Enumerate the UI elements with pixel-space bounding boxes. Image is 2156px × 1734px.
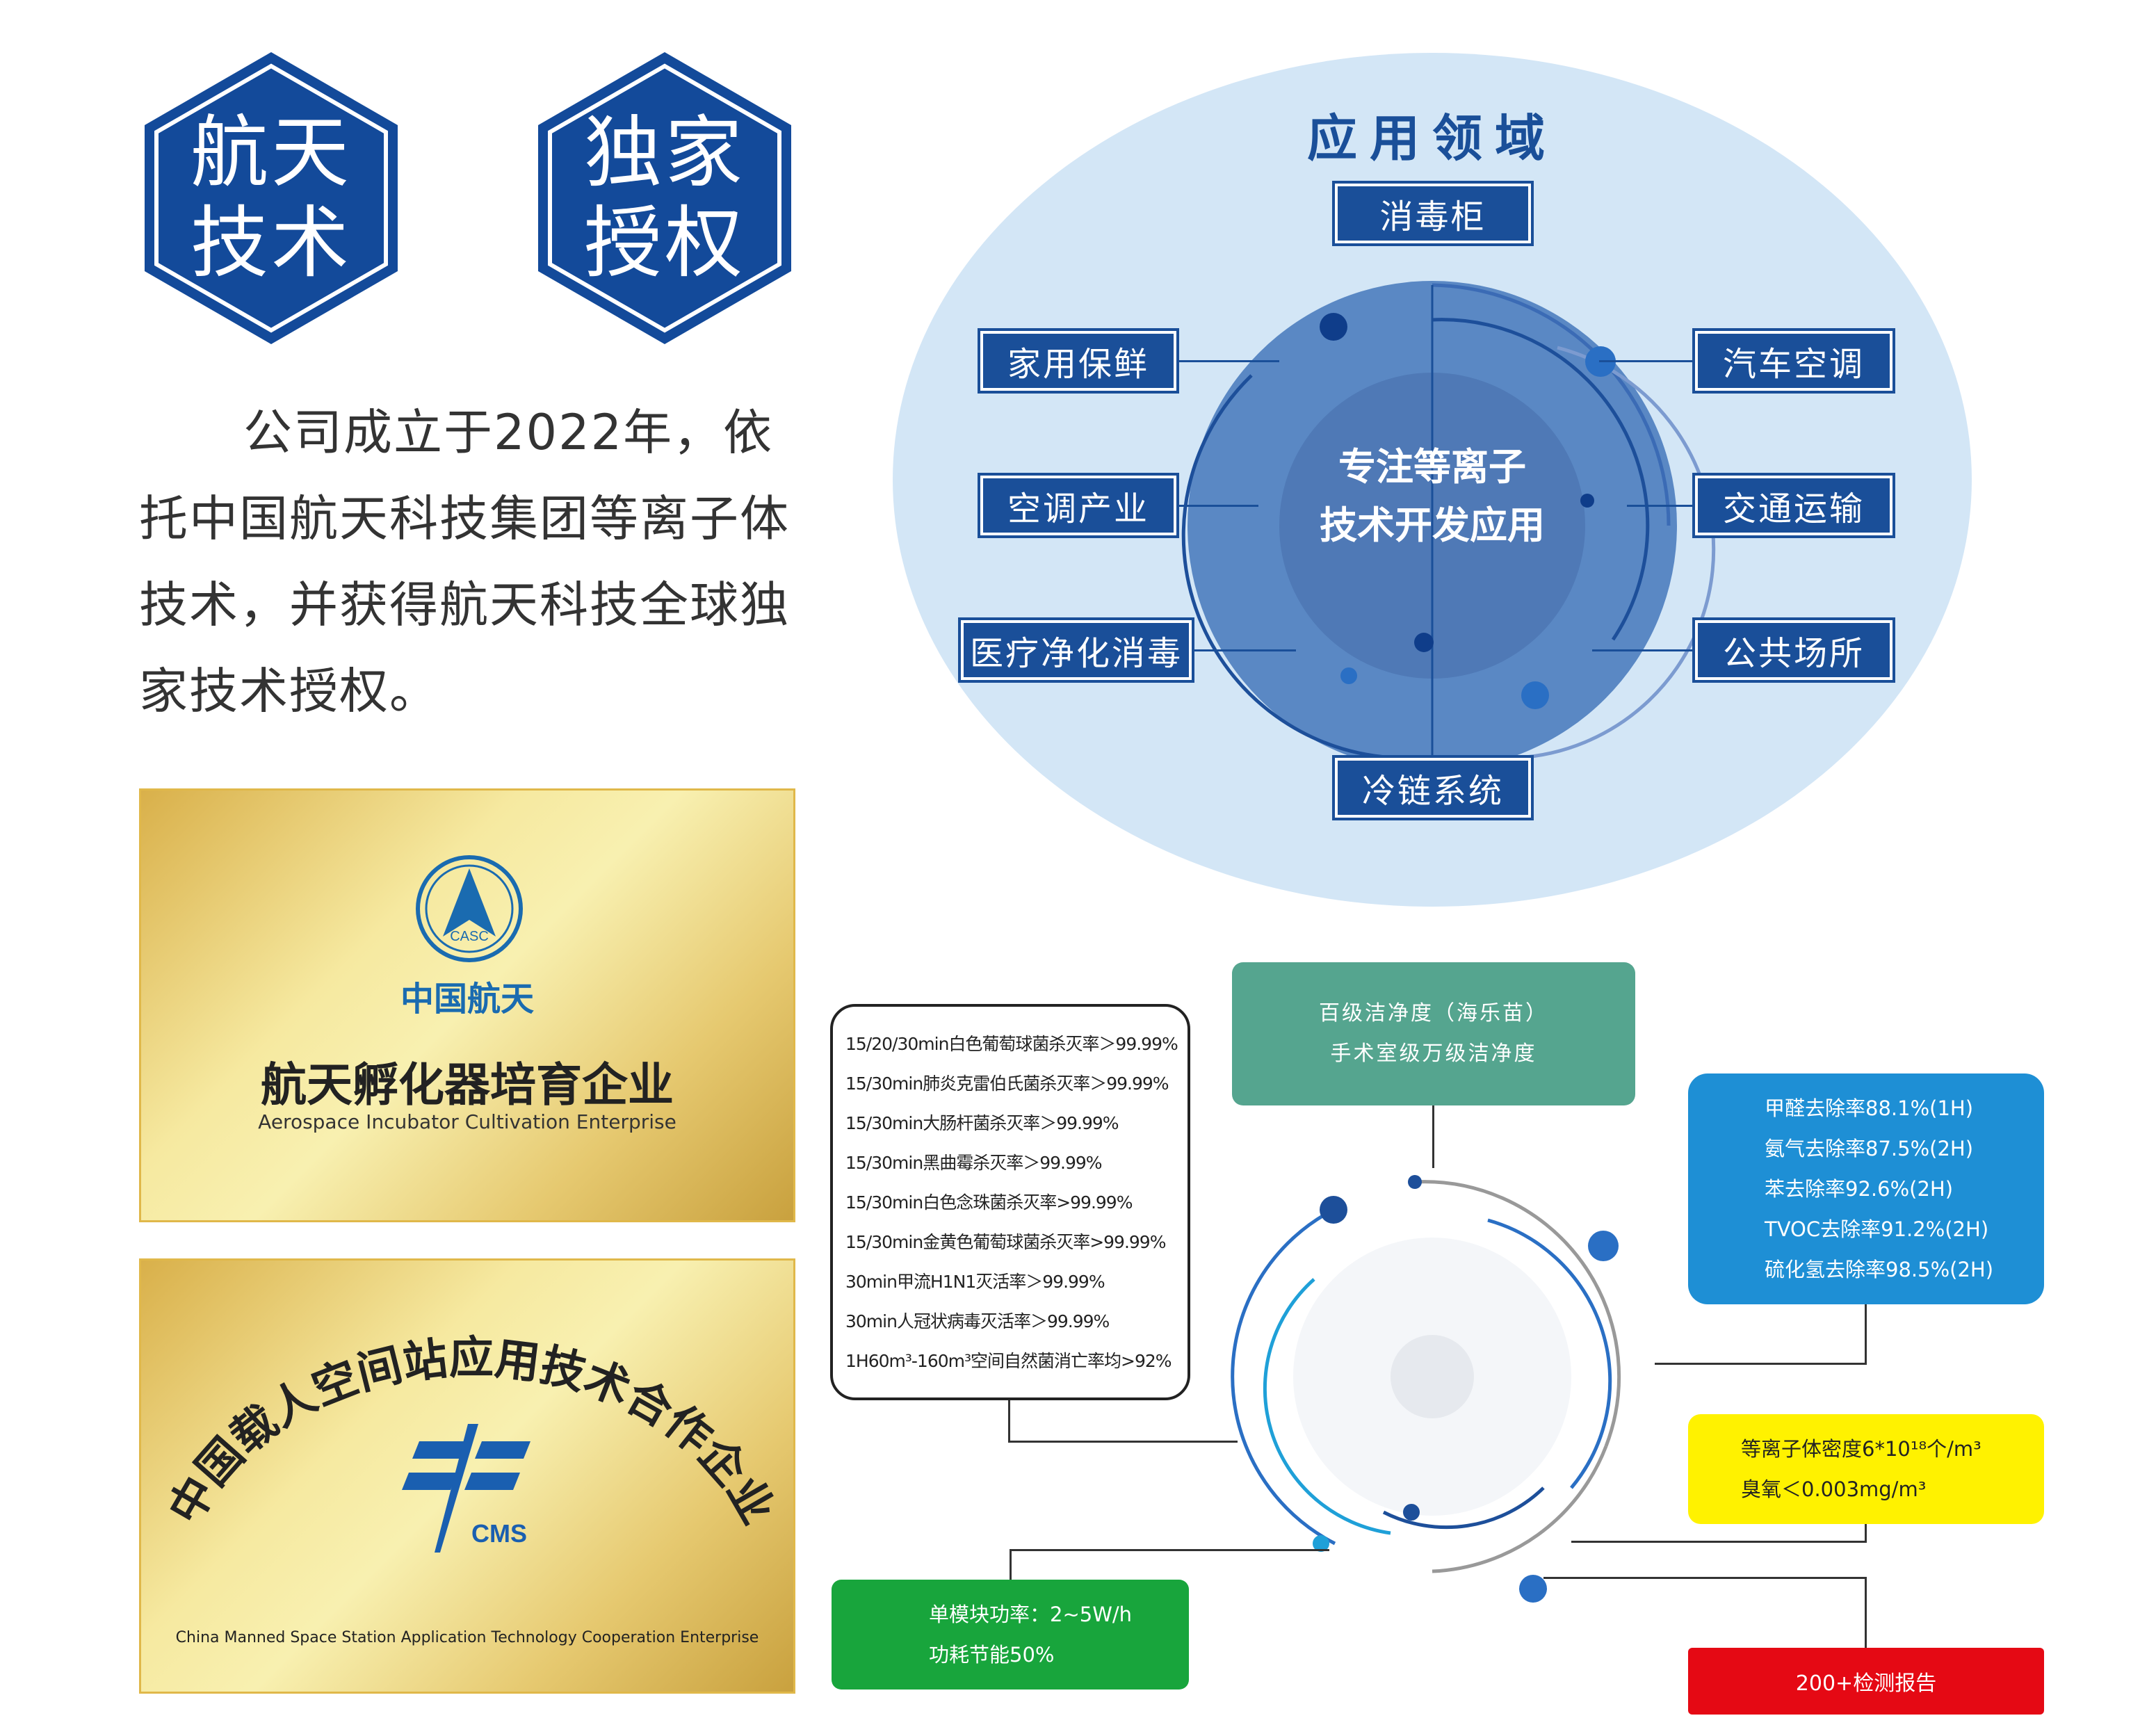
svg-text:CMS: CMS bbox=[471, 1519, 527, 1548]
performance-ring-graphic bbox=[1231, 1175, 1621, 1603]
plaque-subtitle: China Manned Space Station Application T… bbox=[175, 1629, 759, 1646]
application-hub-graphic bbox=[1181, 281, 1716, 770]
plaque-aerospace-incubator: CASC 中国航天 航天孵化器培育企业 Aerospace Incubator … bbox=[139, 788, 795, 1222]
hexagon-icon bbox=[538, 52, 791, 344]
application-title: 应用领域 bbox=[1306, 109, 1557, 168]
pollutant-removal-box: 甲醛去除率88.1%(1H)氨气去除率87.5%(2H)苯去除率92.6%(2H… bbox=[1688, 1073, 2044, 1304]
plaque-space-station: 中国载人空间站应用技术合作企业 CMS China Manned Space S… bbox=[139, 1258, 795, 1694]
domain-medical: 医疗净化消毒 bbox=[958, 617, 1194, 683]
cleanliness-box: 百级洁净度（海乐苗）手术室级万级洁净度 bbox=[1232, 962, 1635, 1105]
casc-logo-icon: CASC bbox=[416, 855, 523, 962]
cms-logo-icon: CMS bbox=[402, 1424, 530, 1553]
domain-ac-industry: 空调产业 bbox=[978, 473, 1179, 538]
application-center-text: 专注等离子技术开发应用 bbox=[1320, 445, 1545, 547]
domain-public-places: 公共场所 bbox=[1692, 617, 1895, 683]
badge-exclusive-license: 独家授权 bbox=[533, 49, 797, 348]
company-intro: 公司成立于2022年，依托中国航天科技集团等离子体技术，并获得航天科技全球独家技… bbox=[139, 404, 790, 720]
test-reports-box: 200+检测报告 bbox=[1688, 1648, 2044, 1715]
badge-text: 航天技术 bbox=[191, 108, 352, 289]
casc-brand: 中国航天 bbox=[400, 980, 534, 1019]
badge-text: 独家授权 bbox=[584, 108, 745, 289]
domain-transport: 交通运输 bbox=[1692, 473, 1895, 538]
plaque-subtitle: Aerospace Incubator Cultivation Enterpri… bbox=[258, 1110, 676, 1133]
svg-text:CASC: CASC bbox=[450, 929, 489, 944]
sterilization-list: 15/20/30min白色葡萄球菌杀灭率＞99.99%15/30min肺炎克雷伯… bbox=[830, 1004, 1190, 1400]
badge-aerospace-tech: 航天技术 bbox=[139, 49, 403, 348]
domain-cold-chain: 冷链系统 bbox=[1332, 755, 1534, 820]
domain-disinfection-cabinet: 消毒柜 bbox=[1332, 181, 1534, 246]
hexagon-icon bbox=[145, 52, 398, 344]
domain-car-ac: 汽车空调 bbox=[1692, 328, 1895, 394]
plaque-title: 航天孵化器培育企业 bbox=[261, 1058, 674, 1112]
domain-home-fresh: 家用保鲜 bbox=[978, 328, 1179, 394]
